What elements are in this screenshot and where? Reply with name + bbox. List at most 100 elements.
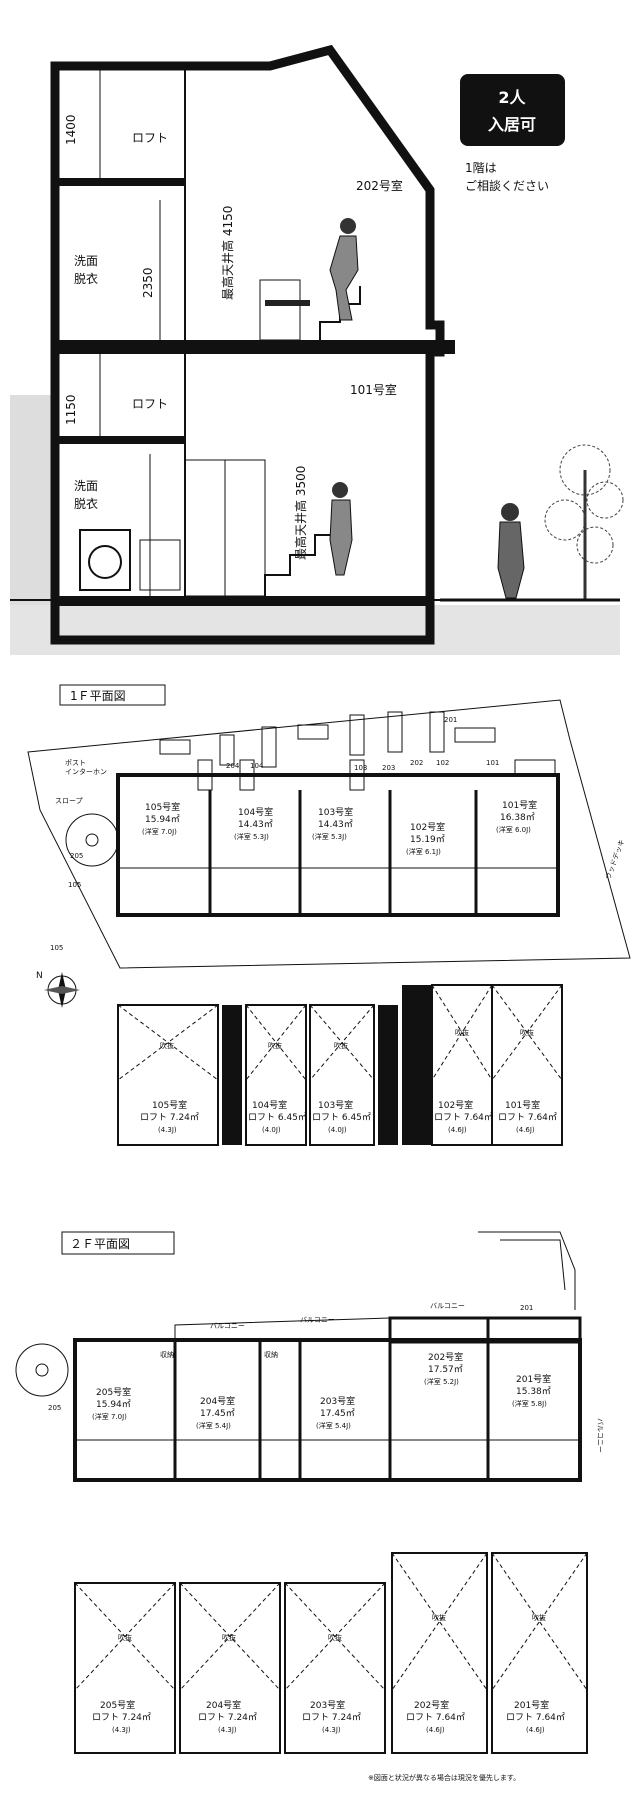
room-104: 104号室 14.43㎡ (洋室 5.3J) [234,806,273,841]
storage-label-1: 収納 [160,1350,174,1359]
floor2-plan: ２Ｆ平面図 201 205 バルコニー バルコニー バルコニー バルコニー 収納… [15,1231,604,1754]
entrance-204: 204 [226,762,240,770]
entrance-201: 201 [444,716,457,724]
svg-text:203号室: 203号室 [310,1699,345,1711]
footnote: ※図面と状況が異なる場合は現況を優先します。 [368,1773,520,1782]
svg-text:ロフト 7.64㎡: ロフト 7.64㎡ [498,1112,557,1123]
floor1-loft-plan: 吹抜 吹抜 吹抜 吹抜 吹抜 105号室 ロフト 7.24㎡ (4.3J) 10… [117,984,563,1146]
storage-label-2: 収納 [264,1350,278,1359]
svg-text:101号室: 101号室 [505,1099,540,1111]
svg-text:(4.6J): (4.6J) [516,1126,535,1134]
svg-text:(洋室 5.8J): (洋室 5.8J) [512,1399,547,1408]
ground-hatch-bottom [10,605,620,655]
svg-text:吹抜: 吹抜 [222,1633,236,1642]
spiral-stair-205-f2-icon [15,1343,69,1397]
svg-text:204号室: 204号室 [206,1699,241,1711]
floor-slab-1f [55,596,430,606]
floor2-title-box [61,1231,175,1255]
entrance-202: 202 [410,759,423,767]
balcony-label-3: バルコニー [430,1302,465,1310]
svg-text:103号室: 103号室 [318,806,353,818]
side-label-205: 205 [70,852,83,860]
svg-text:ロフト 6.45㎡: ロフト 6.45㎡ [312,1112,371,1123]
washing-machine-icon [79,529,131,591]
room-101: 101号室 16.38㎡ (洋室 6.0J) [496,799,537,834]
svg-text:ロフト 7.24㎡: ロフト 7.24㎡ [92,1712,151,1723]
svg-text:ロフト 7.64㎡: ロフト 7.64㎡ [506,1712,565,1723]
dim-loft-2f: 1400 [64,114,78,145]
svg-text:15.94㎡: 15.94㎡ [145,814,180,825]
svg-text:205号室: 205号室 [100,1699,135,1711]
svg-text:(洋室 5.2J): (洋室 5.2J) [424,1377,459,1386]
room-203: 203号室 17.45㎡ (洋室 5.4J) [316,1395,355,1430]
svg-text:204号室: 204号室 [200,1395,235,1407]
room-102: 102号室 15.19㎡ (洋室 6.1J) [406,821,445,856]
badge-line1: 2人 [498,88,526,107]
room-204: 204号室 17.45㎡ (洋室 5.4J) [196,1395,235,1430]
svg-text:202号室: 202号室 [414,1699,449,1711]
svg-text:(洋室 5.3J): (洋室 5.3J) [312,832,347,841]
svg-text:201号室: 201号室 [516,1373,551,1385]
floor1-building [116,773,560,917]
svg-text:ロフト 7.24㎡: ロフト 7.24㎡ [302,1712,361,1723]
svg-text:15.94㎡: 15.94㎡ [96,1399,131,1410]
svg-text:(洋室 7.0J): (洋室 7.0J) [142,827,177,836]
north-compass-icon: N [36,971,80,1008]
label-wash-2f-b: 脱衣 [74,271,98,286]
svg-text:(洋室 5.4J): (洋室 5.4J) [196,1421,231,1430]
svg-text:(洋室 7.0J): (洋室 7.0J) [92,1412,127,1421]
label-intercom: インターホン [65,767,107,776]
dim-ceiling-2f: 最高天井高 4150 [220,206,235,300]
note-line2: ご相談ください [465,178,549,193]
loft-slab-1f [55,436,185,444]
label-loft-2f: ロフト [132,131,168,145]
svg-text:205号室: 205号室 [96,1386,131,1398]
floor2-loft-plan: 吹抜 吹抜 吹抜 吹抜 吹抜 205号室 ロフト 7.24㎡ (4.3J) 20… [74,1552,588,1754]
svg-text:(4.3J): (4.3J) [322,1726,341,1734]
floor1-title-box [59,684,166,706]
svg-text:(4.3J): (4.3J) [158,1126,177,1134]
balcony-label-1: バルコニー [210,1322,245,1330]
svg-text:N: N [36,971,43,981]
floor1-title: 1Ｆ平面図 [70,689,126,703]
exterior-stair-201 [478,1231,576,1310]
section-view: 1400 ロフト 最高天井高 4150 202号室 洗面 脱衣 2350 115… [10,44,624,655]
person-figure-2f-icon [329,218,359,321]
svg-text:(4.3J): (4.3J) [112,1726,131,1734]
svg-text:吹抜: 吹抜 [328,1633,342,1642]
person-outside-icon [497,503,525,599]
room-103: 103号室 14.43㎡ (洋室 5.3J) [312,806,353,841]
svg-text:203号室: 203号室 [320,1395,355,1407]
svg-text:(4.3J): (4.3J) [218,1726,237,1734]
svg-text:ロフト 7.24㎡: ロフト 7.24㎡ [198,1712,257,1723]
svg-text:16.38㎡: 16.38㎡ [500,812,535,823]
balcony-label-4: バルコニー [596,1418,604,1453]
svg-text:17.45㎡: 17.45㎡ [200,1408,235,1419]
svg-text:202号室: 202号室 [428,1351,463,1363]
label-wash-2f-a: 洗面 [74,254,98,268]
svg-text:101号室: 101号室 [502,799,537,811]
svg-text:吹抜: 吹抜 [520,1028,534,1037]
entrance-203: 203 [382,764,395,772]
spiral-stair-205-icon [65,813,119,867]
svg-text:14.43㎡: 14.43㎡ [238,819,273,830]
svg-text:ロフト 7.24㎡: ロフト 7.24㎡ [140,1112,199,1123]
svg-text:(4.6J): (4.6J) [426,1726,445,1734]
washer-drum-icon [88,545,122,579]
floor2-building [73,1338,582,1482]
label-room-101: 101号室 [350,382,397,397]
room-105: 105号室 15.94㎡ (洋室 7.0J) [142,801,180,836]
svg-text:ロフト 6.45㎡: ロフト 6.45㎡ [248,1112,307,1123]
vanity-cabinet-icon [139,539,181,591]
svg-text:201号室: 201号室 [514,1699,549,1711]
svg-text:(洋室 6.1J): (洋室 6.1J) [406,847,441,856]
svg-text:吹抜: 吹抜 [334,1041,348,1050]
tree-icon [544,444,624,600]
svg-text:105号室: 105号室 [152,1099,187,1111]
label-room-202: 202号室 [356,178,403,193]
svg-text:(4.6J): (4.6J) [448,1126,467,1134]
label-wash-1f-a: 洗面 [74,479,98,493]
svg-text:(洋室 5.4J): (洋室 5.4J) [316,1421,351,1430]
dim-ceiling-1f: 最高天井高 3500 [293,466,308,560]
